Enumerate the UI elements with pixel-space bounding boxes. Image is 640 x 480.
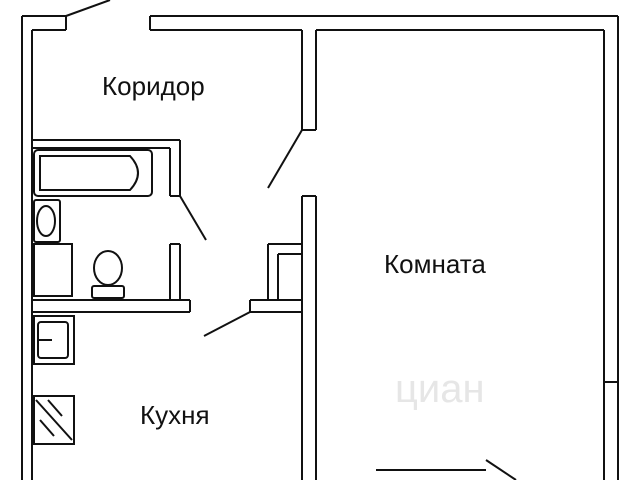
wall-corridor-room-lower	[301, 195, 317, 480]
outer-wall-top-left	[22, 15, 67, 31]
balcony-door	[485, 459, 517, 480]
wall-corridor-room-upper	[301, 30, 317, 131]
entrance-door	[65, 0, 111, 17]
bathroom-wall-top	[32, 139, 181, 197]
walls	[21, 0, 619, 480]
box-fixture	[33, 243, 73, 297]
bathroom-door	[179, 195, 207, 241]
outer-wall-right	[603, 16, 619, 480]
bathroom-wall-bottom	[32, 299, 191, 313]
bathroom-wall-right	[169, 243, 181, 300]
outer-wall-top-room	[302, 15, 618, 31]
kitchen-wall-top	[249, 299, 302, 313]
kitchen-door	[203, 311, 251, 337]
closet-wall	[267, 243, 302, 300]
room-label-room: Комната	[384, 249, 486, 279]
outer-wall-top-corridor	[149, 15, 302, 31]
bathtub-icon	[33, 149, 153, 197]
toilet-icon	[91, 250, 125, 299]
room-label-kitchen: Кухня	[140, 400, 210, 430]
outer-wall-left	[21, 16, 33, 480]
kitchen-sink-icon	[33, 315, 75, 365]
watermark-text: циан	[395, 367, 485, 411]
room-label-corridor: Коридор	[102, 71, 205, 101]
washbasin-icon	[33, 199, 61, 243]
room-door	[267, 129, 303, 189]
stove-icon	[33, 395, 75, 445]
